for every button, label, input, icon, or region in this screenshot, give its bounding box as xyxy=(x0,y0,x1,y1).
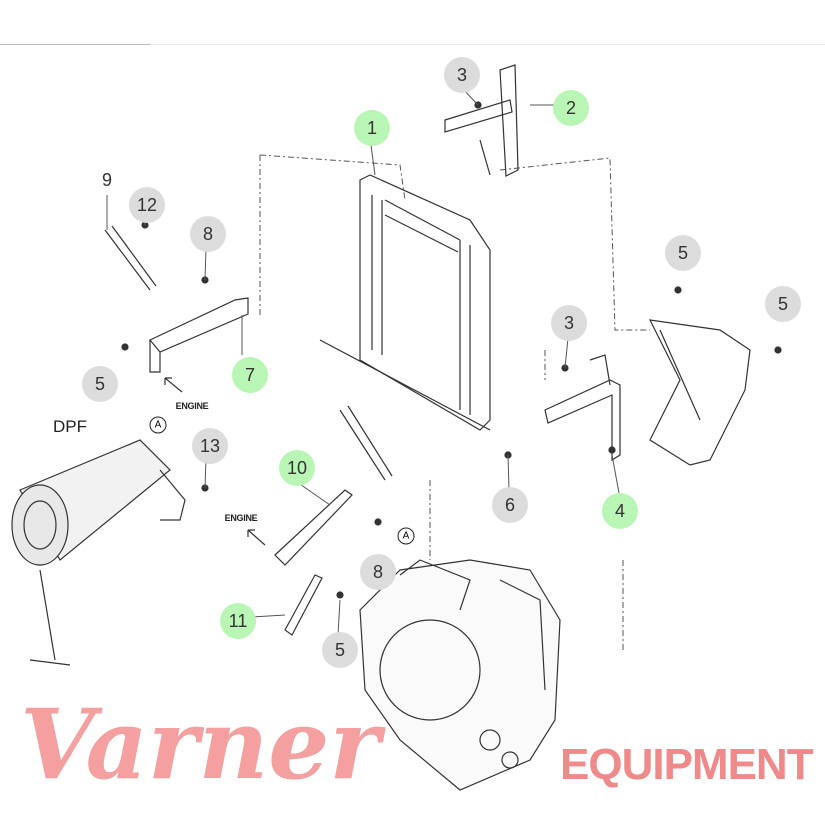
engine-label: ENGINE xyxy=(175,401,209,411)
bracket-part-11 xyxy=(284,574,323,636)
frame-part-1 xyxy=(319,174,491,431)
header-divider-accent xyxy=(0,44,150,45)
leader-lines xyxy=(106,87,620,636)
reference-a-marker: A xyxy=(397,527,415,545)
callout-1: 1 xyxy=(354,110,390,146)
callout-7: 7 xyxy=(232,357,268,393)
callout-13: 13 xyxy=(192,428,228,464)
rod-part-9 xyxy=(104,225,157,291)
bracket-right xyxy=(648,319,751,466)
watermark-script: Varner xyxy=(20,688,380,801)
callout-6: 6 xyxy=(492,487,528,523)
callout-5: 5 xyxy=(82,366,118,402)
engine-arrow-icon xyxy=(164,377,183,393)
callout-2: 2 xyxy=(553,90,589,126)
callout-9: 9 xyxy=(101,169,112,190)
callout-8: 8 xyxy=(360,554,396,590)
engine-arrow-icon-2 xyxy=(247,529,266,546)
callout-5: 5 xyxy=(665,235,701,271)
guide-lines xyxy=(259,154,650,650)
callout-10: 10 xyxy=(279,450,315,486)
bracket-part-4 xyxy=(544,354,621,462)
fasteners xyxy=(121,101,782,599)
dpf-label: DPF xyxy=(53,417,87,436)
callout-4: 4 xyxy=(602,493,638,529)
bracket-part-10 xyxy=(274,489,353,566)
header-divider xyxy=(0,44,825,45)
pipe xyxy=(339,405,393,481)
callout-3: 3 xyxy=(444,57,480,93)
transmission-housing xyxy=(359,559,561,791)
callout-3: 3 xyxy=(551,305,587,341)
reference-a-marker: A xyxy=(149,416,167,434)
callout-8: 8 xyxy=(190,216,226,252)
dpf-canister xyxy=(11,439,186,666)
callout-5: 5 xyxy=(322,632,358,668)
callout-5: 5 xyxy=(765,286,801,322)
bracket-part-2 xyxy=(444,64,519,177)
watermark-word: EQUIPMENT xyxy=(560,740,814,789)
bracket-part-7 xyxy=(149,297,249,373)
callout-12: 12 xyxy=(129,187,165,223)
callout-11: 11 xyxy=(220,603,256,639)
engine-label: ENGINE xyxy=(224,513,258,523)
